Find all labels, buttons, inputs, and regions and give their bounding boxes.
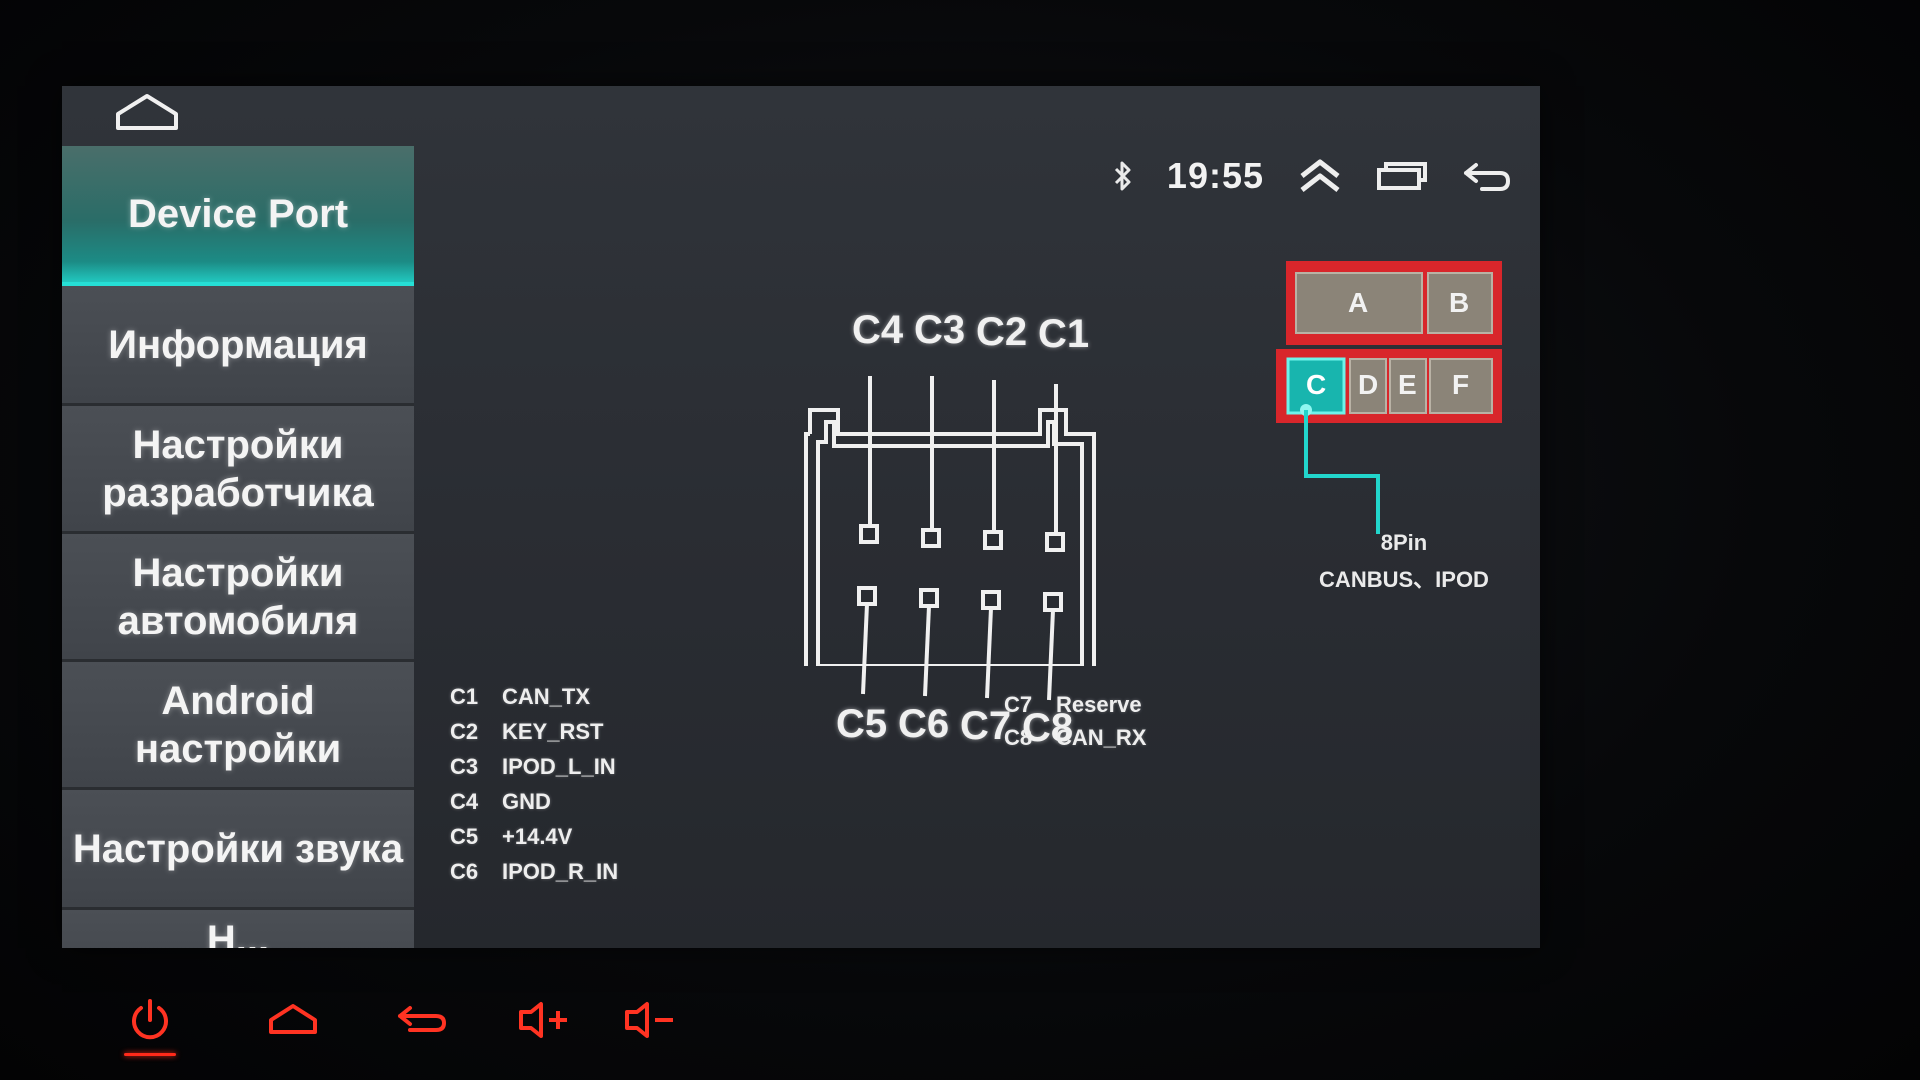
sidebar-item-label: Н... [206,918,270,948]
pin-label-top: C3 [914,308,966,352]
pin-row: C2 KEY_RST [450,719,603,745]
slot-label[interactable]: B [1449,287,1470,318]
pin-row: C4 GND [450,789,551,815]
recent-apps-icon[interactable] [1376,160,1428,192]
pin-row: C7 Reserve [1004,692,1142,718]
power-icon [132,999,168,1040]
sidebar-item-label: Device Port [127,192,349,236]
sidebar-item-developer-settings[interactable]: Настройки разработчика [62,406,414,534]
sidebar-item-device-port[interactable]: Device Port [62,146,414,286]
slot-label[interactable]: F [1452,369,1470,400]
sidebar-item-more[interactable]: Н... [62,910,414,948]
back-icon [398,1006,446,1032]
bluetooth-icon [1113,160,1133,192]
pin-signal: CAN_RX [1056,725,1147,750]
screen: 19:55 Device Port Информация Настройки р… [62,86,1540,948]
sidebar-item-car-settings[interactable]: Настройки автомобиля [62,534,414,662]
pin-signal: Reserve [1056,692,1142,717]
sidebar-item-label: Настройки звука [72,826,404,871]
slot-label[interactable]: D [1358,369,1379,400]
pin-code: C3 [450,754,479,779]
connector-selector-graphic [1276,261,1502,423]
pin-signal: GND [502,789,551,814]
volume-down-button[interactable] [616,990,686,1050]
volume-up-icon [519,1002,567,1038]
pin-label-top: C2 [976,310,1028,354]
pin-code: C5 [450,824,479,849]
connector-leader-line [1300,404,1380,534]
pin-label-top: C4 [852,308,904,352]
pin-row: C5 +14.4V [450,824,572,850]
pin-label-top: C1 [1038,312,1090,356]
chevron-up-icon[interactable] [1298,158,1342,194]
back-button[interactable] [388,990,458,1050]
pin-signal: IPOD_L_IN [502,754,616,779]
pin-row: C3 IPOD_L_IN [450,754,616,780]
connector-diagram: C4 C3 C2 C1 [722,216,1142,750]
home-button[interactable] [258,990,328,1050]
sidebar-item-info[interactable]: Информация [62,286,414,406]
pin-code: C2 [450,719,479,744]
status-bar: 19:55 [1113,148,1512,204]
pin-code: C8 [1004,725,1033,750]
pin-label-bottom: C7 [960,704,1012,748]
sidebar-item-label: Настройки разработчика [102,422,374,515]
slot-label-selected[interactable]: C [1306,369,1327,400]
connector-selector: A B C D E F [1272,261,1512,446]
sidebar-item-label: Информация [108,322,368,367]
volume-up-button[interactable] [510,990,580,1050]
pin-signal: KEY_RST [502,719,604,744]
pin-code: C1 [450,684,479,709]
pin-signal: IPOD_R_IN [502,859,619,884]
back-icon[interactable] [1462,159,1512,193]
pin-signal: +14.4V [502,824,573,849]
pin-signal: CAN_TX [502,684,591,709]
pin-code: C7 [1004,692,1033,717]
pin-row: C6 IPOD_R_IN [450,859,618,885]
volume-down-icon [625,1002,673,1038]
sidebar-item-android-settings[interactable]: Android настройки [62,662,414,790]
connector-caption-type: CANBUS、IPOD [1319,567,1489,592]
slot-label[interactable]: E [1398,369,1417,400]
sidebar-item-label: Android настройки [134,678,342,771]
settings-sidebar: Device Port Информация Настройки разрабо… [62,146,422,948]
status-time: 19:55 [1166,155,1264,196]
pin-row: C1 CAN_TX [450,684,590,710]
pin-row: C8 CAN_RX [1004,725,1146,751]
slot-label[interactable]: A [1348,287,1369,318]
connector-caption-pins: 8Pin [1380,530,1428,555]
power-underline [124,1053,176,1056]
home-icon [269,1004,317,1034]
power-button[interactable] [120,990,180,1056]
sidebar-item-sound-settings[interactable]: Настройки звука [62,790,414,910]
connector-bottom-leads [861,604,1055,701]
sidebar-item-label: Настройки автомобиля [117,550,359,643]
pin-code: C6 [450,859,479,884]
pin-code: C4 [450,789,479,814]
pin-label-bottom: C8 [1022,706,1074,750]
connector-outline [804,376,1096,666]
pin-label-bottom: C6 [898,702,950,746]
home-icon[interactable] [114,92,180,134]
pin-label-bottom: C5 [836,702,888,746]
